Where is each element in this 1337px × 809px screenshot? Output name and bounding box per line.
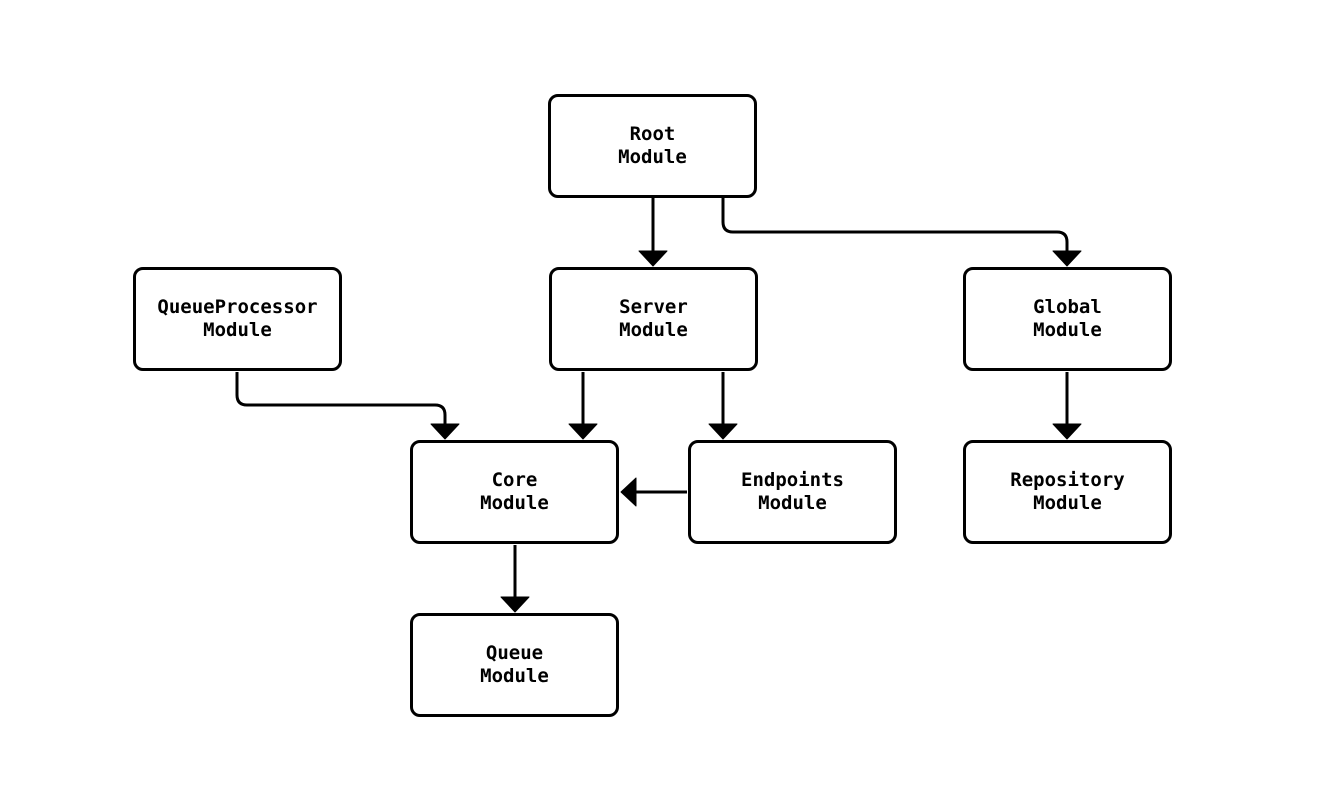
node-root-module-label: Root Module — [618, 123, 687, 168]
node-global-module: Global Module — [963, 267, 1172, 371]
arrowhead-endpoints-core — [620, 477, 637, 507]
node-repository-module: Repository Module — [963, 440, 1172, 544]
node-core-module-label: Core Module — [480, 469, 549, 514]
arrowhead-server-endpoints — [708, 423, 738, 440]
node-endpoints-module: Endpoints Module — [688, 440, 897, 544]
arrowhead-queueprocessor-core — [430, 423, 460, 440]
arrowhead-server-core — [568, 423, 598, 440]
node-server-module-label: Server Module — [619, 296, 688, 341]
node-queueprocessor-module-label: QueueProcessor Module — [157, 296, 318, 341]
node-repository-module-label: Repository Module — [1010, 469, 1125, 514]
arrowhead-global-repository — [1052, 423, 1082, 440]
node-endpoints-module-label: Endpoints Module — [741, 469, 844, 514]
node-server-module: Server Module — [549, 267, 758, 371]
edge-root-global — [721, 198, 1069, 251]
node-core-module: Core Module — [410, 440, 619, 544]
node-global-module-label: Global Module — [1033, 296, 1102, 341]
arrowhead-root-server — [638, 250, 668, 267]
node-queueprocessor-module: QueueProcessor Module — [133, 267, 342, 371]
node-queue-module: Queue Module — [410, 613, 619, 717]
node-root-module: Root Module — [548, 94, 757, 198]
arrowhead-root-global — [1052, 250, 1082, 267]
arrowhead-core-queue — [500, 596, 530, 613]
node-queue-module-label: Queue Module — [480, 642, 549, 687]
edge-queueprocessor-core — [235, 372, 447, 424]
